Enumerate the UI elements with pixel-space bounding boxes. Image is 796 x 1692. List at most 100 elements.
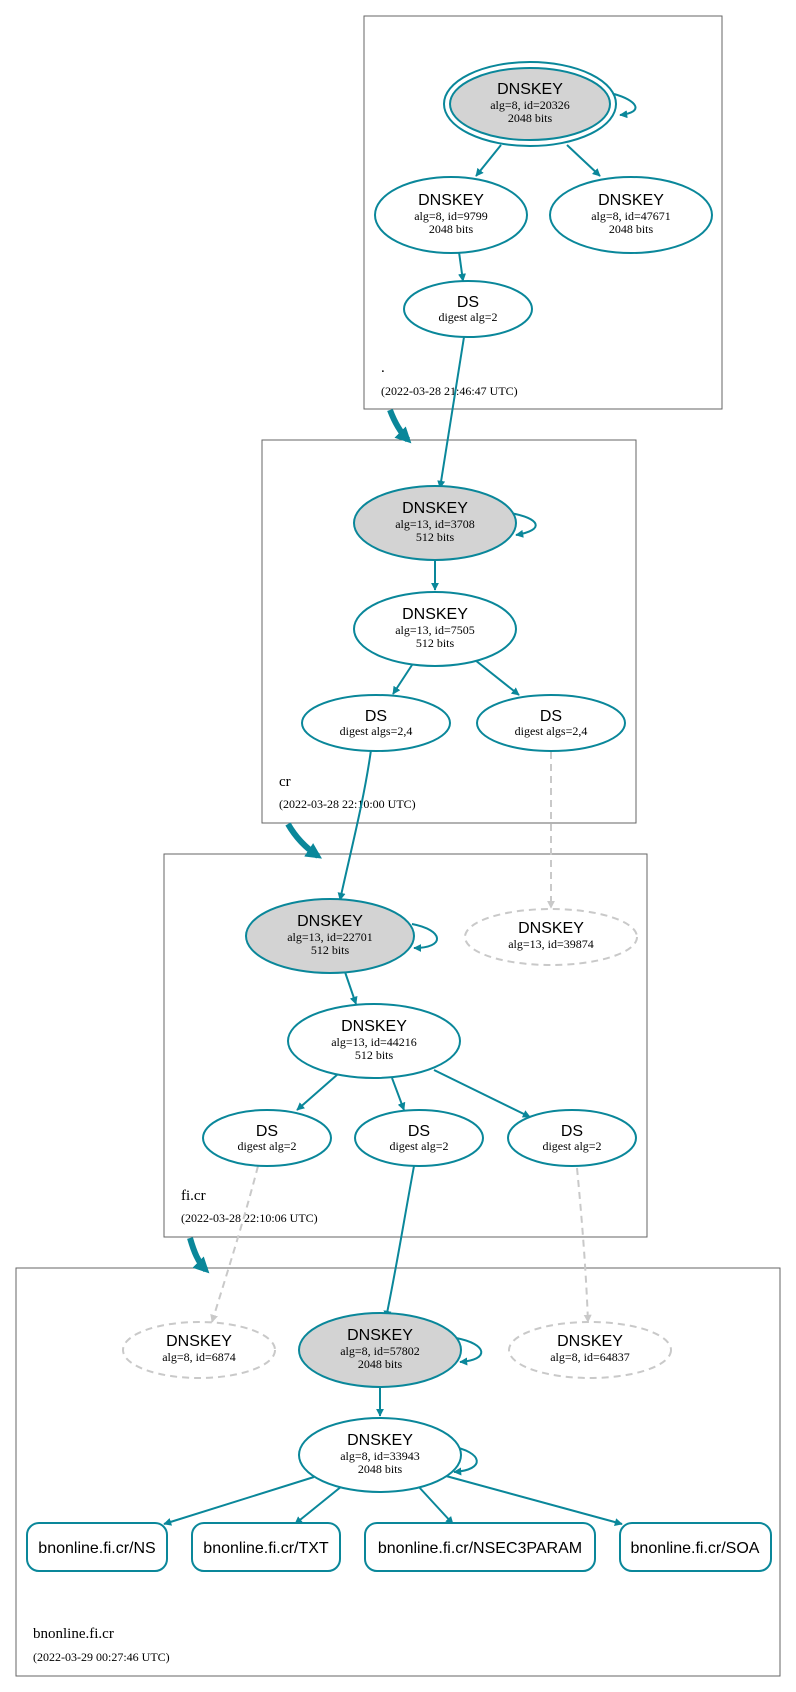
node-cr-ksk-line1: alg=13, id=3708 xyxy=(395,517,475,531)
node-root-zsk2: DNSKEY alg=8, id=47671 2048 bits xyxy=(549,176,713,254)
zone-bnonline-timestamp: (2022-03-29 00:27:46 UTC) xyxy=(33,1650,170,1664)
node-bn-zsk-title: DNSKEY xyxy=(347,1432,413,1449)
node-cr-zsk-line2: 512 bits xyxy=(416,636,455,650)
node-root-ksk-line1: alg=8, id=20326 xyxy=(490,98,570,112)
node-fi-ghost-title: DNSKEY xyxy=(518,920,584,937)
node-root-zsk1: DNSKEY alg=8, id=9799 2048 bits xyxy=(374,176,528,254)
rrset-nsec3param: bnonline.fi.cr/NSEC3PARAM xyxy=(364,1522,596,1572)
edge-root-ksk-zsk1 xyxy=(475,144,502,177)
self-sign-bn-ksk xyxy=(455,1337,483,1366)
edge-cr-zsk-ds2 xyxy=(474,659,520,696)
node-bn-ghost1-line1: alg=8, id=6874 xyxy=(162,1350,236,1364)
edge-bn-zsk-txt xyxy=(294,1485,343,1525)
node-root-zsk1-line1: alg=8, id=9799 xyxy=(414,209,488,223)
zone-cr-name: cr xyxy=(279,774,291,790)
delegation-arrow-cr-ficr xyxy=(285,822,322,859)
node-fi-ds1: DS digest alg=2 xyxy=(202,1109,332,1167)
node-fi-zsk-title: DNSKEY xyxy=(341,1018,407,1035)
self-sign-fi-ksk xyxy=(411,923,438,952)
edge-fi-zsk-ds3 xyxy=(433,1069,531,1118)
node-cr-ksk-line2: 512 bits xyxy=(416,530,455,544)
node-fi-ksk-line1: alg=13, id=22701 xyxy=(287,930,373,944)
node-fi-zsk-line2: 512 bits xyxy=(355,1048,394,1062)
self-sign-root-ksk xyxy=(613,93,637,119)
node-bn-ghost1: DNSKEY alg=8, id=6874 xyxy=(122,1321,276,1379)
edge-fi-ds3-bn-ghost2 xyxy=(576,1167,592,1323)
node-bn-ghost2: DNSKEY alg=8, id=64837 xyxy=(508,1321,672,1379)
node-fi-ksk-title: DNSKEY xyxy=(297,913,363,930)
node-root-zsk2-line2: 2048 bits xyxy=(609,222,654,236)
node-fi-zsk-line1: alg=13, id=44216 xyxy=(331,1035,417,1049)
node-root-zsk2-title: DNSKEY xyxy=(598,192,664,209)
edge-fi-zsk-ds1 xyxy=(296,1073,339,1111)
node-bn-ksk-line1: alg=8, id=57802 xyxy=(340,1344,420,1358)
node-root-ksk: DNSKEY alg=8, id=20326 2048 bits xyxy=(443,61,617,147)
edge-fi-ds1-bn-ghost1 xyxy=(210,1165,259,1323)
node-fi-ksk: DNSKEY alg=13, id=22701 512 bits xyxy=(245,898,415,974)
node-root-ksk-title: DNSKEY xyxy=(497,81,563,98)
node-root-ds-title: DS xyxy=(457,294,479,311)
self-sign-cr-ksk xyxy=(509,512,537,538)
node-fi-ghost-line1: alg=13, id=39874 xyxy=(508,937,594,951)
node-root-zsk1-line2: 2048 bits xyxy=(429,222,474,236)
node-cr-ds2-title: DS xyxy=(540,708,562,725)
edge-root-ds-cr-ksk xyxy=(437,336,465,489)
rrset-soa-label: bnonline.fi.cr/SOA xyxy=(631,1540,760,1557)
edge-bn-zsk-soa xyxy=(445,1475,623,1526)
node-bn-ksk-title: DNSKEY xyxy=(347,1327,413,1344)
node-cr-ksk: DNSKEY alg=13, id=3708 512 bits xyxy=(353,485,517,561)
node-fi-ds3-line1: digest alg=2 xyxy=(542,1139,601,1153)
node-cr-zsk-line1: alg=13, id=7505 xyxy=(395,623,475,637)
node-bn-ghost2-title: DNSKEY xyxy=(557,1333,623,1350)
node-root-ds-line1: digest alg=2 xyxy=(438,310,497,324)
edge-fi-ds2-bn-ksk xyxy=(383,1165,415,1319)
zone-root-timestamp: (2022-03-28 21:46:47 UTC) xyxy=(381,384,518,398)
node-bn-zsk: DNSKEY alg=8, id=33943 2048 bits xyxy=(298,1417,462,1493)
node-root-zsk1-title: DNSKEY xyxy=(418,192,484,209)
node-cr-zsk-title: DNSKEY xyxy=(402,606,468,623)
rrset-nsec3param-label: bnonline.fi.cr/NSEC3PARAM xyxy=(378,1540,582,1557)
zone-ficr-timestamp: (2022-03-28 22:10:06 UTC) xyxy=(181,1211,318,1225)
edge-root-ksk-zsk2 xyxy=(566,144,601,177)
edge-bn-zsk-ns xyxy=(163,1476,315,1526)
node-cr-ksk-title: DNSKEY xyxy=(402,500,468,517)
zone-ficr-name: fi.cr xyxy=(181,1188,206,1204)
node-fi-ds2-line1: digest alg=2 xyxy=(389,1139,448,1153)
node-root-ksk-line2: 2048 bits xyxy=(508,111,553,125)
zone-cr-timestamp: (2022-03-28 22:10:00 UTC) xyxy=(279,797,416,811)
node-fi-ksk-line2: 512 bits xyxy=(311,943,350,957)
rrset-txt-label: bnonline.fi.cr/TXT xyxy=(203,1540,329,1557)
rrset-soa: bnonline.fi.cr/SOA xyxy=(619,1522,772,1572)
node-cr-ds1-line1: digest algs=2,4 xyxy=(340,724,413,738)
node-fi-ds1-line1: digest alg=2 xyxy=(237,1139,296,1153)
delegation-arrow-root-cr xyxy=(387,408,412,444)
node-bn-zsk-line1: alg=8, id=33943 xyxy=(340,1449,420,1463)
node-fi-ds1-title: DS xyxy=(256,1123,278,1140)
node-cr-zsk: DNSKEY alg=13, id=7505 512 bits xyxy=(353,591,517,667)
node-fi-zsk: DNSKEY alg=13, id=44216 512 bits xyxy=(287,1003,461,1079)
edge-cr-ds1-fi-ksk xyxy=(337,749,372,901)
node-bn-zsk-line2: 2048 bits xyxy=(358,1462,403,1476)
node-cr-ds2: DS digest algs=2,4 xyxy=(476,694,626,752)
node-bn-ghost1-title: DNSKEY xyxy=(166,1333,232,1350)
node-bn-ksk: DNSKEY alg=8, id=57802 2048 bits xyxy=(298,1312,462,1388)
node-bn-ksk-line2: 2048 bits xyxy=(358,1357,403,1371)
node-fi-ghost: DNSKEY alg=13, id=39874 xyxy=(464,908,638,966)
node-cr-ds1: DS digest algs=2,4 xyxy=(301,694,451,752)
rrset-ns-label: bnonline.fi.cr/NS xyxy=(38,1540,155,1557)
node-bn-ghost2-line1: alg=8, id=64837 xyxy=(550,1350,630,1364)
node-fi-ds3-title: DS xyxy=(561,1123,583,1140)
node-root-zsk2-line1: alg=8, id=47671 xyxy=(591,209,671,223)
edge-bn-zsk-nsec3param xyxy=(417,1485,454,1525)
edge-root-zsk1-ds xyxy=(458,251,466,282)
zone-bnonline-name: bnonline.fi.cr xyxy=(33,1626,114,1642)
node-cr-ds1-title: DS xyxy=(365,708,387,725)
node-cr-ds2-line1: digest algs=2,4 xyxy=(515,724,588,738)
node-fi-ds2: DS digest alg=2 xyxy=(354,1109,484,1167)
rrset-txt: bnonline.fi.cr/TXT xyxy=(191,1522,341,1572)
edge-cr-zsk-ds1 xyxy=(392,664,413,695)
node-root-ds: DS digest alg=2 xyxy=(403,280,533,338)
edge-fi-zsk-ds2 xyxy=(391,1077,406,1111)
